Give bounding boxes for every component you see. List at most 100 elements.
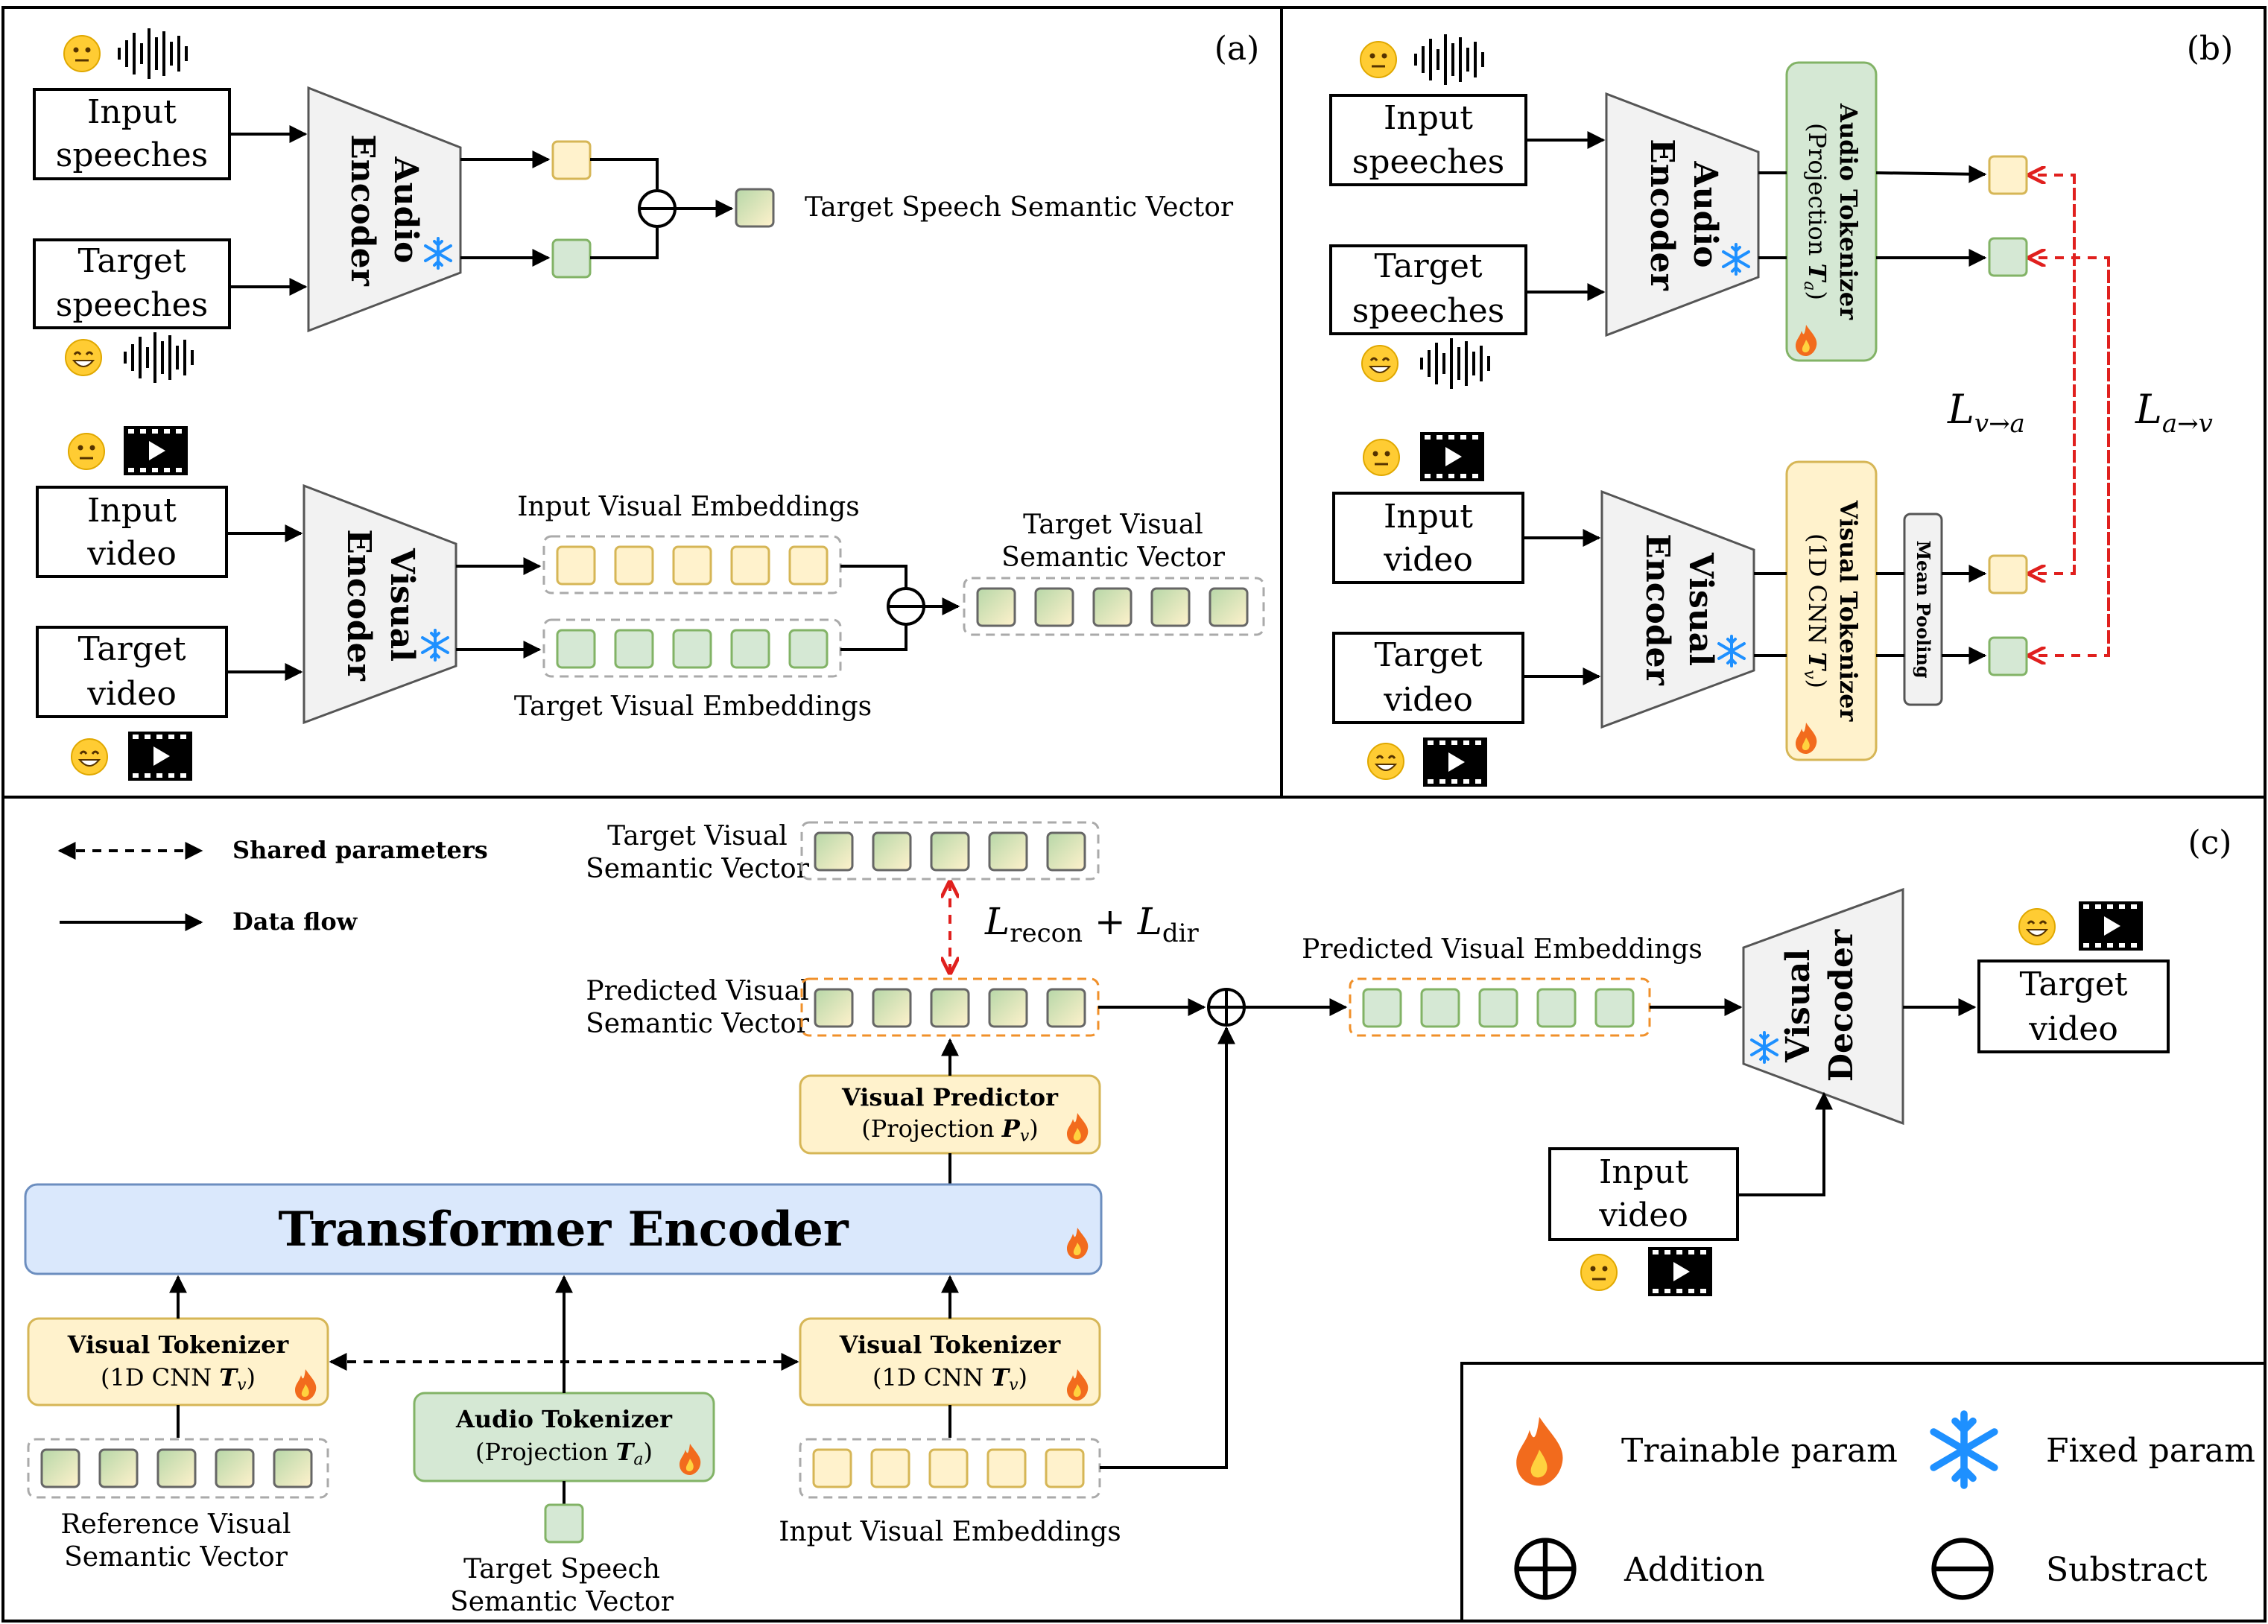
panel-c-label: (c) (2188, 824, 2232, 862)
happy-face-icon (64, 338, 103, 377)
subtract-op (887, 587, 925, 626)
input-video-c-line1: Input (1599, 1153, 1688, 1191)
neutral-face-icon (67, 432, 106, 471)
input-video-b-line2: video (1383, 541, 1473, 579)
audio-tokenizer-c-title: Audio Tokenizer (455, 1405, 673, 1433)
input-video-b-line1: Input (1384, 498, 1473, 536)
visual-encoder-b (1600, 489, 1755, 729)
target-visual-semantic-vector-a-line1: Target Visual (1023, 510, 1203, 540)
target-video-c-line2: video (2028, 1010, 2118, 1048)
input-speeches-box (33, 88, 231, 180)
film-icon (124, 426, 188, 475)
film-icon (1420, 432, 1484, 481)
audio-token-input-b (1988, 155, 2028, 195)
input-video-c-line2: video (1598, 1196, 1688, 1234)
input-video-box-b (1332, 492, 1524, 584)
panel-b: Input speeches Target speeches Audio Enc… (1329, 33, 2213, 787)
audio-token-target-b (1988, 237, 2028, 277)
input-speeches-line2: speeches (56, 136, 208, 174)
waveform-icon (124, 331, 194, 384)
input-video-a-line2: video (86, 535, 177, 573)
target-speeches-b-line2: speeches (1352, 292, 1504, 330)
subtract-op (638, 189, 677, 228)
input-visual-embeddings-label-a: Input Visual Embeddings (517, 492, 860, 522)
target-video-a-line1: Target (77, 630, 186, 668)
visual-tokenizer-right-sub: (1D CNN Tv) (872, 1363, 1027, 1395)
neutral-face-icon (1362, 438, 1401, 477)
shared-parameters-label: Shared parameters (232, 836, 488, 864)
film-icon (2079, 901, 2143, 951)
mean-pooling-label: Mean Pooling (1913, 540, 1934, 678)
loss-recon-dir: Lrecon + Ldir (984, 900, 1200, 948)
legend-trainable: Trainable param (1621, 1432, 1898, 1470)
audio-token-input (551, 140, 592, 180)
target-visual-semantic-vector-c-line1: Target Visual (607, 821, 788, 851)
visual-predictor-sub: (Projection Pv) (861, 1114, 1038, 1146)
legend-subtract: Substract (2046, 1551, 2208, 1589)
visual-encoder-b-line1: Visual (1682, 552, 1720, 666)
target-speech-semantic-vector-token (735, 188, 775, 228)
happy-face-icon (70, 738, 109, 776)
visual-tokenizer-b-sub: (1D CNN Tv) (1800, 533, 1831, 688)
target-speech-semantic-vector-c-line1: Target Speech (463, 1554, 660, 1585)
predicted-visual-embeddings-label: Predicted Visual Embeddings (1302, 934, 1702, 965)
panel-b-label: (b) (2187, 30, 2234, 68)
target-video-box-b (1332, 632, 1524, 724)
happy-face-icon (1361, 344, 1399, 383)
legend-addition: Addition (1624, 1551, 1765, 1589)
waveform-icon (118, 27, 188, 80)
visual-token-target-b (1988, 636, 2028, 676)
transformer-encoder-label: Transformer Encoder (278, 1202, 849, 1257)
predicted-visual-semantic-vector-line1: Predicted Visual (586, 976, 808, 1006)
transformer-encoder (24, 1183, 1103, 1275)
waveform-icon (1420, 337, 1490, 390)
audio-encoder-b (1605, 92, 1760, 337)
legend-fixed: Fixed param (2046, 1432, 2255, 1470)
audio-tokenizer-b (1785, 61, 1878, 362)
input-video-box-c (1548, 1147, 1739, 1241)
target-video-box-c (1977, 960, 2170, 1053)
panel-a-label: (a) (1214, 30, 1260, 68)
visual-encoder-a-line1: Visual (383, 548, 421, 662)
target-visual-semantic-vector-c (800, 821, 1100, 881)
target-speeches-box (33, 238, 231, 329)
target-video-box-a (36, 626, 228, 718)
target-speeches-box-b (1329, 244, 1527, 335)
panel-a: Input speeches Target speeches Audio Enc… (33, 27, 1265, 781)
audio-tokenizer-c-sub: (Projection Ta) (475, 1438, 653, 1469)
target-speeches-line1: Target (77, 242, 186, 280)
target-visual-semantic-vector-c-line2: Semantic Vector (586, 854, 810, 884)
film-icon (128, 732, 192, 781)
happy-face-icon (2018, 907, 2056, 946)
legend-box (1460, 1362, 2267, 1623)
visual-tokenizer-right-title: Visual Tokenizer (839, 1330, 1062, 1359)
target-speech-semantic-vector-c-line2: Semantic Vector (450, 1587, 674, 1617)
input-speeches-b-line2: speeches (1352, 143, 1504, 181)
input-video-a-line1: Input (87, 492, 177, 530)
target-video-b-line1: Target (1374, 636, 1482, 674)
target-visual-semantic-vector-a-line2: Semantic Vector (1001, 542, 1226, 573)
audio-tokenizer-b-title: Audio Tokenizer (1834, 103, 1863, 320)
predicted-visual-semantic-vector-line2: Semantic Vector (586, 1009, 810, 1039)
reference-visual-semantic-vector-line2: Semantic Vector (64, 1542, 288, 1573)
visual-encoder-a-line2: Encoder (340, 529, 378, 681)
visual-tokenizer-b (1785, 460, 1878, 761)
fire-icon (1516, 1417, 1563, 1486)
visual-decoder (1742, 887, 1904, 1126)
visual-decoder-line2: Decoder (1822, 929, 1860, 1082)
mean-pooling (1903, 513, 1943, 706)
visual-encoder-a (302, 483, 457, 725)
visual-tokenizer-left-sub: (1D CNN Tv) (101, 1363, 256, 1395)
target-video-c-line1: Target (2019, 965, 2127, 1003)
input-speeches-box-b (1329, 94, 1527, 186)
visual-tokenizer-b-title: Visual Tokenizer (1834, 500, 1863, 723)
visual-tokenizer-left-title: Visual Tokenizer (67, 1330, 290, 1359)
audio-encoder-b-line1: Audio (1686, 161, 1724, 268)
input-speeches-line1: Input (87, 93, 177, 131)
target-speech-semantic-vector-token-c (544, 1503, 584, 1544)
audio-token-target (551, 238, 592, 279)
audio-encoder-a-line1: Audio (387, 156, 425, 264)
input-visual-embeddings-label-c: Input Visual Embeddings (779, 1517, 1121, 1547)
addition-op (1207, 988, 1246, 1027)
